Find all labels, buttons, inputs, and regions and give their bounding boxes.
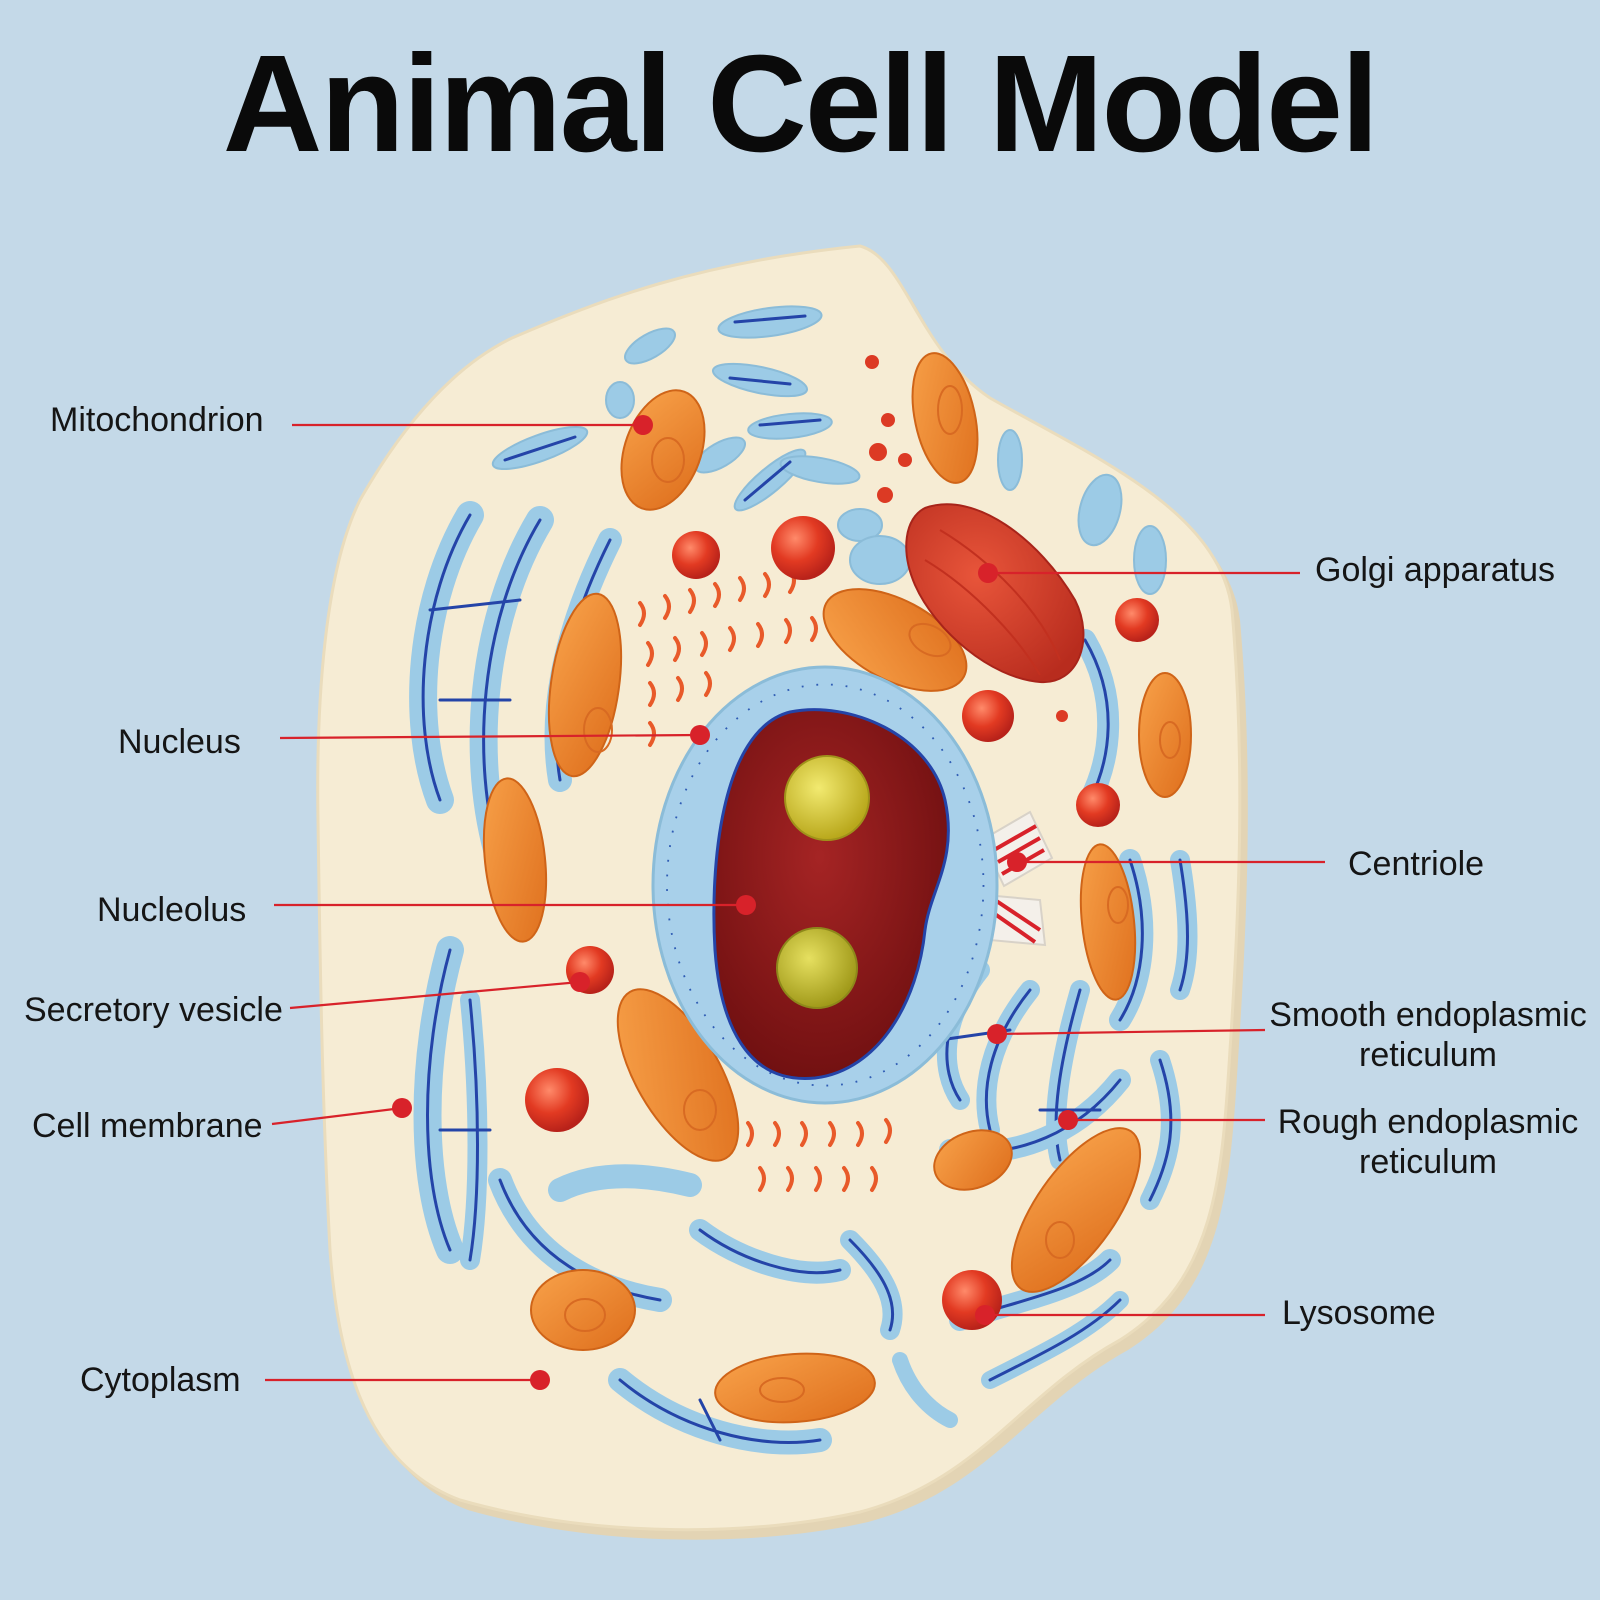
label-nucleus: Nucleus [118,723,241,761]
ribosomes [638,568,892,1192]
golgi-apparatus [905,503,1085,684]
label-rough-er-line1: Rough endoplasmic [1277,1103,1579,1141]
pointer-cell-membrane [271,1106,403,1126]
label-cell-membrane: Cell membrane [32,1107,263,1145]
pointer-secretory-vesicle [289,980,581,1010]
mitochondria [482,352,1192,1424]
pointers [265,415,1325,1390]
er-top-lines [503,314,822,502]
label-cytoplasm: Cytoplasm [80,1361,241,1399]
label-smooth-er-line2: reticulum [1359,1036,1497,1074]
label-golgi-apparatus: Golgi apparatus [1315,551,1556,589]
label-rough-er-line2: reticulum [1359,1143,1497,1181]
mitochondria-cristae [564,385,1181,1403]
pointer-nucleus [279,733,701,740]
label-mitochondrion: Mitochondrion [50,401,264,439]
nucleus [651,665,999,1105]
label-lysosome: Lysosome [1282,1294,1436,1332]
label-smooth-er-line1: Smooth endoplasmic [1269,996,1587,1034]
small-vesicles [865,355,1068,722]
pointer-smooth-er [996,1028,1266,1036]
label-nucleolus: Nucleolus [97,891,247,929]
label-smooth-er: Smooth endoplasmic reticulum [1268,995,1588,1075]
label-centriole: Centriole [1348,845,1485,883]
page-title: Animal Cell Model [222,27,1380,181]
centriole [980,810,1054,947]
label-rough-er: Rough endoplasmic reticulum [1268,1102,1588,1182]
vesicles [525,516,1159,1330]
nucleolus [776,755,870,1009]
label-secretory-vesicle: Secretory vesicle [24,991,283,1029]
